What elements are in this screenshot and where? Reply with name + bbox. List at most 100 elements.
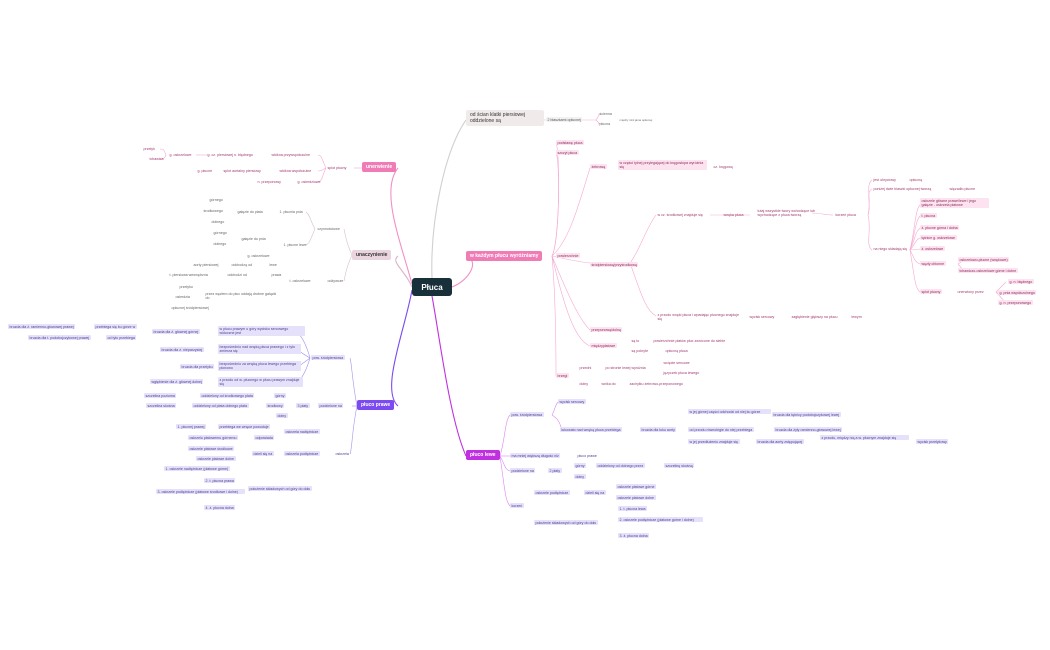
node-srodkowy[interactable]: środkowy (266, 403, 285, 409)
node-w-jej-gornej[interactable]: w jej górnej części odchodzi od niej ku … (688, 409, 771, 415)
node-dolny[interactable]: dolny (579, 381, 589, 386)
node-zaglebienie[interactable]: zagłębienie głębszy na płucu (791, 314, 838, 319)
node-l2-l[interactable]: 2. oskrzele podtętnicze (płatowe górne i… (618, 517, 703, 523)
node-bruzda-luku[interactable]: bruzda dla łuku aorty (640, 427, 677, 433)
node-b1[interactable]: dolnego (213, 241, 227, 246)
branch-pluco-prawe[interactable]: płuco prawe (357, 400, 395, 410)
node-pow-srod-l[interactable]: pow. śródpiersiowa (510, 412, 544, 418)
node-cz-kregowa[interactable]: cz. kręgową (713, 164, 733, 169)
node-okryty[interactable]: jest okryciowy (873, 177, 896, 182)
node-przebiega[interactable]: przebiega się ku górze w (94, 324, 137, 330)
node-dolny-l[interactable]: dolny (574, 474, 586, 480)
node-szczelina[interactable]: szczelinę skośną (664, 463, 695, 469)
node-przepona[interactable]: przeponową/dolną (590, 327, 623, 333)
node-z-przodu-miedzy[interactable]: z przodu, między nią a w. płucnym znajdu… (820, 435, 909, 441)
node-wl-wspolczulne[interactable]: włókna współczulne (279, 168, 312, 173)
node-s1[interactable]: g. n. błędnego (1008, 279, 1034, 285)
node-oskrzela-nadtetnicze[interactable]: oskrzela nadtętnicze (284, 429, 320, 435)
node-t-oskrzelowe[interactable]: t. oskrzelowe (289, 278, 311, 283)
branch-pluco-lewe[interactable]: płuco lewe (466, 450, 500, 460)
root-node[interactable]: Płuca (412, 278, 452, 296)
node-szczelina-skosna[interactable]: szczelina skośna (146, 403, 177, 409)
node-g-oskrzelowe-u[interactable]: g. oskrzelowe (247, 253, 270, 258)
node-aorty[interactable]: aorty piersiowej (193, 262, 219, 267)
node-tchawica[interactable]: tchawica (149, 156, 164, 161)
node-oplucna[interactable]: opłucną (909, 177, 923, 182)
branch-unerwienie[interactable]: unerwienie (362, 162, 397, 172)
node-miedzyplatowe[interactable]: międzypłatowe (590, 343, 617, 349)
node-k4[interactable]: tętnice g. oskrzelowe (920, 235, 957, 241)
node-sa-pokryte[interactable]: są pokryte (631, 348, 649, 353)
node-g-plucne[interactable]: g. płucne (197, 168, 213, 173)
node-g-osierdziowe[interactable]: g. osierdziowe (297, 179, 321, 184)
branch-unaczynienie[interactable]: unaczynienie (352, 250, 392, 260)
node-przelyku[interactable]: przełyku (179, 284, 193, 289)
node-odchodza[interactable]: odchodzą od (231, 262, 253, 267)
node-wglebienie[interactable]: wgłębienie dla ż. głównej dolnej (150, 379, 204, 385)
node-dzieli-l[interactable]: dzieli się na (584, 490, 606, 496)
node-zebrowa-desc[interactable]: w części tylnej przylegającej do kręgosł… (618, 160, 707, 170)
node-prawa[interactable]: prawa (271, 272, 282, 277)
node-w2[interactable]: tchawiczo-oskrzelowe górne i dolne (958, 268, 1018, 274)
node-tutaj[interactable]: tutaj wszystkie twory wchodzące lub wych… (757, 208, 816, 217)
node-przedni[interactable]: przedni (579, 365, 592, 370)
node-szczelina-pozioma[interactable]: szczelina pozioma (144, 393, 177, 399)
node-k5[interactable]: ż. oskrzelowe (920, 246, 945, 252)
node-k3[interactable]: ż. płucne górna i dolna (920, 225, 960, 231)
node-oskrzele-podtetnicze-l[interactable]: oskrzele podtętnicze (534, 490, 570, 496)
node-w-jej-przedl[interactable]: w jej przedłużeniu znajduje się (688, 439, 740, 445)
node-dolny-p[interactable]: dolny (276, 413, 288, 419)
node-pluco-gorne[interactable]: 1. płucnej prawej (176, 424, 206, 430)
node-oskrzela-srodkowe[interactable]: oskrzele płatowe środkowe (188, 446, 235, 452)
node-pluco-prawe-ref[interactable]: płuco prawe (577, 453, 597, 458)
node-od-tylu[interactable]: od tyłu przebiega (106, 335, 137, 341)
node-odsl2[interactable]: oddzielony od płata dolnego płata (192, 403, 249, 409)
node-ponizej[interactable]: poniżej dwie blaszki opłucnej tworzą (873, 186, 932, 191)
node-splot-plucny[interactable]: splot płucny (327, 165, 347, 170)
node-wl-przywspolczulne[interactable]: włókna przywspółczulne (271, 152, 311, 157)
node-jezyczek[interactable]: języczek płuca lewego (663, 370, 700, 375)
node-oplucna2[interactable]: opłucną płuca (665, 348, 688, 353)
node-po-stronie[interactable]: po stronie lewej wyróżnia (605, 365, 646, 370)
node-wycisk-l[interactable]: wycisk sercowy (558, 399, 586, 405)
node-korzen-l[interactable]: korzeń (510, 503, 524, 509)
node-n-przeponowy[interactable]: n. przeponowy (257, 179, 281, 184)
node-unerwiony[interactable]: unerwiony przez (957, 289, 984, 294)
node-g-oskrzelowe[interactable]: g. oskrzelowe (169, 152, 192, 157)
node-op-gorne[interactable]: oskrzele płatowe górne (616, 484, 656, 490)
node-na-niego[interactable]: na niego składają się (873, 246, 908, 251)
node-z-przodu[interactable]: z przodu wnęki płuca i wpadając płucnego… (657, 312, 740, 321)
node-bezposrednio2[interactable]: bezpośrednio za wnęką płuca lewego przeb… (218, 361, 301, 371)
node-bruzda-t-podob[interactable]: bruzda dla tętnicy podobojczykowej lewej (772, 412, 841, 418)
node-pow-platow[interactable]: powierzchnie płatów płuc zwrócone do sie… (653, 338, 726, 343)
node-zaslona[interactable]: 2 blaszkami opłucnej (546, 117, 583, 123)
node-k2[interactable]: t. płucna (920, 213, 937, 219)
node-czynnosciowe[interactable]: czynnościowe (317, 226, 340, 231)
node-powierzchnie[interactable]: powierzchnie (556, 253, 580, 259)
node-przebiega2[interactable]: przebiega we wnęce powoduje (218, 424, 271, 430)
node-odsl[interactable]: oddzielony od środkowego płata (200, 393, 255, 399)
node-a0[interactable]: górnego (209, 197, 223, 202)
node-zebrowa[interactable]: żebrową (590, 164, 607, 170)
node-oskrzela-podtetnicze[interactable]: oskrzela podtętnicze (284, 451, 320, 457)
node-splot-aortalny[interactable]: splot aortalny piersiowy (223, 168, 261, 173)
node-bruzda-przelyk[interactable]: bruzda dla t. podobojczykowej prawej (28, 335, 91, 341)
node-b0[interactable]: górnego (213, 230, 227, 235)
node-bruzda1[interactable]: bruzda dla ż. ramienno-głowowej prawej (8, 324, 76, 330)
node-wycisk-przelyk[interactable]: wycisk przełykowy (916, 439, 949, 445)
node-galezie-pnia[interactable]: gałęzie do płata (237, 209, 263, 214)
node-splot[interactable]: splot płucny (920, 289, 942, 295)
node-pien[interactable]: 1. płucnia pnia (279, 209, 303, 214)
node-w1[interactable]: oskrzelowo-płucne (wnękowe) (958, 257, 1010, 263)
node-odzywcze[interactable]: odżywcze (327, 278, 344, 283)
node-wpada[interactable]: przez węzłem do płuc oddają drobne gałąz… (205, 291, 277, 300)
node-k1[interactable]: oskrzele główne prawe/lewe i jego gałęzi… (920, 198, 989, 208)
node-wezly[interactable]: węzły chłonne (920, 261, 946, 267)
node-wnika[interactable]: wnika do (601, 381, 616, 386)
node-kotwica[interactable]: łukowato nad wnęką płuca przebiega (560, 427, 622, 433)
node-plucna[interactable]: płucna (599, 121, 611, 126)
node-osierdzia[interactable]: osierdzia (175, 294, 190, 299)
node-piersiowa[interactable]: t. piersiowa wewnętrzna (169, 272, 208, 277)
node-sa-to[interactable]: są to (631, 338, 640, 343)
node-podstawa[interactable]: podstawę płuca (556, 140, 584, 146)
